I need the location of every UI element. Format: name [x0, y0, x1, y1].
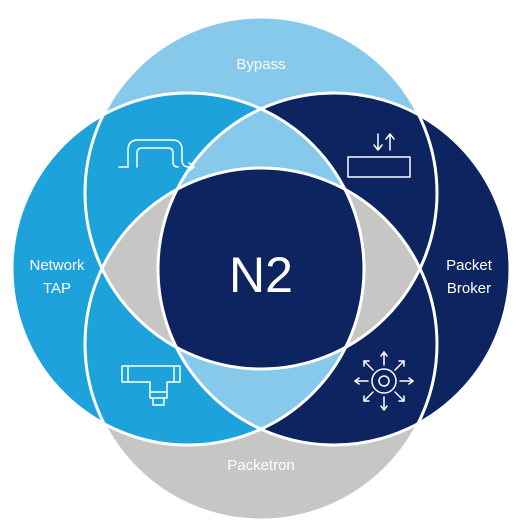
- network-tap-label-line2: TAP: [43, 280, 71, 297]
- network-tap-outline: [10, 91, 366, 447]
- tap-tee-icon: [121, 365, 181, 406]
- bypass-label: Bypass: [236, 56, 285, 73]
- packet-broker-outline: [156, 91, 512, 447]
- packetron-outline: [83, 166, 439, 522]
- packet-distribution-icon: [354, 351, 414, 411]
- network-tap-label-line1: Network: [29, 257, 85, 274]
- packetron-label: Packetron: [227, 457, 295, 474]
- packet-slicing-icon: [347, 133, 411, 178]
- bypass-outline: [83, 15, 439, 371]
- packet-broker-label-line2: Broker: [447, 280, 491, 297]
- packet-broker-label-line1: Packet: [446, 257, 493, 274]
- center-overlap: [158, 168, 364, 369]
- center-label: N2: [229, 247, 293, 303]
- bypass-loop-icon: [118, 139, 195, 172]
